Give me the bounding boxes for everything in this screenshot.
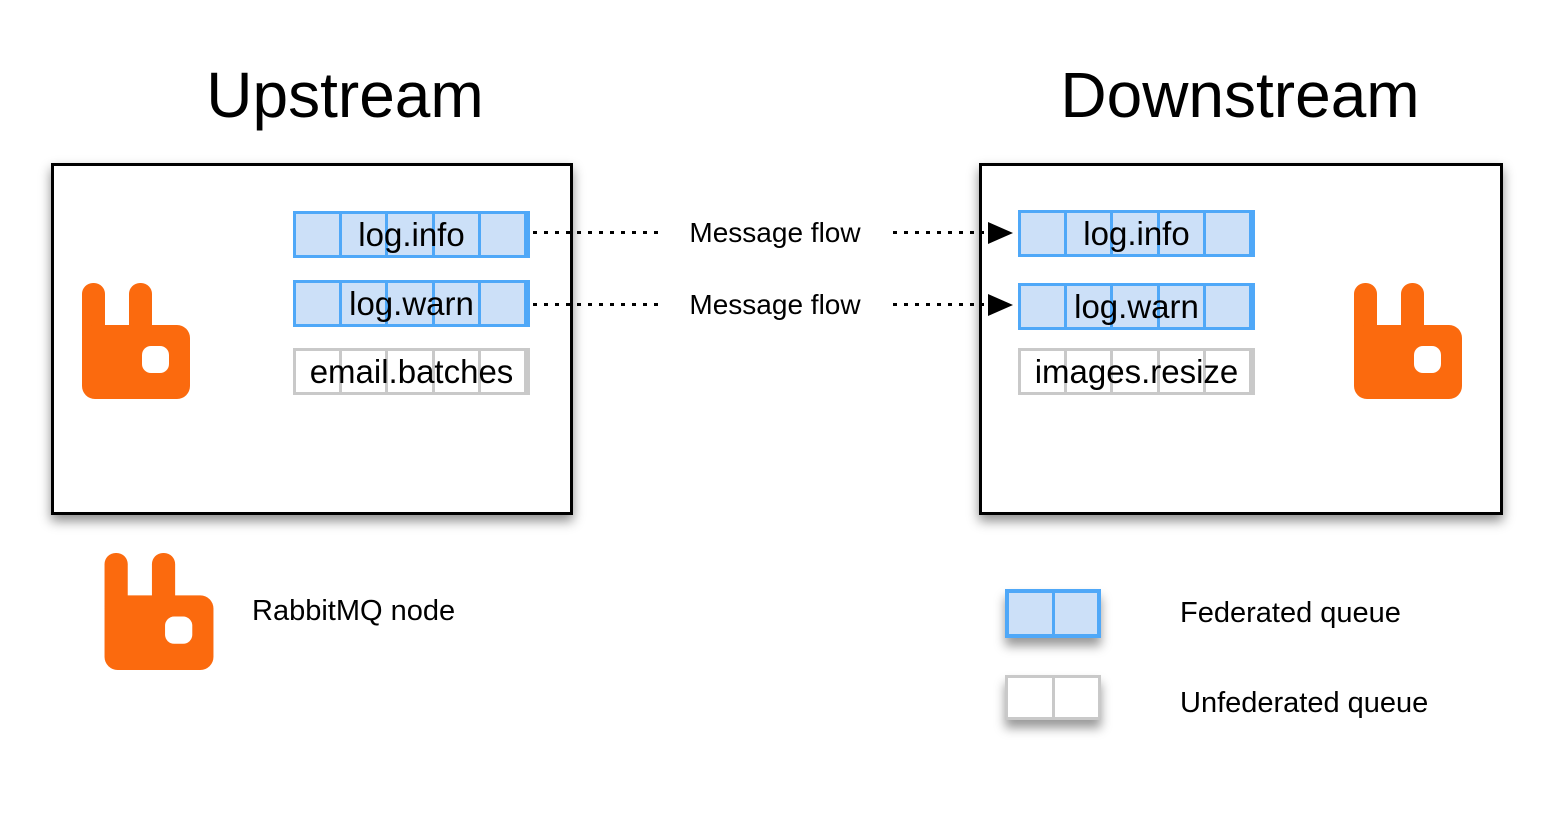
queue-cell bbox=[1021, 213, 1068, 254]
queue-cell bbox=[435, 214, 481, 255]
queue-label: email.batches bbox=[309, 353, 514, 390]
downstream-title: Downstream bbox=[1060, 59, 1420, 131]
downstream-queue-log-warn: log.warn bbox=[1018, 283, 1255, 330]
queue-cell bbox=[1206, 213, 1253, 254]
message-flow-line bbox=[533, 303, 660, 306]
queue-label: log.info bbox=[1083, 215, 1190, 252]
upstream-node-box: log.info log.warn email.batches bbox=[51, 163, 573, 515]
queue-cell bbox=[342, 283, 389, 324]
queue-cell bbox=[296, 351, 343, 392]
queue-cell bbox=[1206, 351, 1253, 392]
queue-label: log.warn bbox=[349, 285, 474, 322]
legend-node-label: RabbitMQ node bbox=[252, 595, 456, 627]
queue-cell bbox=[1113, 351, 1160, 392]
queue-cell bbox=[1113, 286, 1160, 327]
queue-cell bbox=[1067, 351, 1114, 392]
queue-cell bbox=[1113, 213, 1160, 254]
queue-cell bbox=[1055, 678, 1099, 717]
queue-cell bbox=[1009, 593, 1055, 634]
queue-cell bbox=[342, 214, 389, 255]
arrowhead-icon bbox=[988, 222, 1013, 244]
queue-cell bbox=[435, 351, 481, 392]
downstream-node-box: log.info log.warn images.resize bbox=[979, 163, 1503, 515]
queue-cell bbox=[435, 283, 481, 324]
queue-cell bbox=[1021, 286, 1068, 327]
queue-cell bbox=[481, 214, 528, 255]
downstream-queue-images-resize: images.resize bbox=[1018, 348, 1255, 395]
legend-rabbitmq-icon bbox=[104, 553, 214, 670]
queue-cell bbox=[1008, 678, 1055, 717]
legend-federated-swatch bbox=[1005, 589, 1101, 638]
upstream-rabbitmq-icon bbox=[82, 283, 190, 399]
upstream-queue-log-info: log.info bbox=[293, 211, 530, 258]
message-flow-label: Message flow bbox=[689, 289, 861, 320]
queue-cell bbox=[388, 214, 435, 255]
downstream-queue-log-info: log.info bbox=[1018, 210, 1255, 257]
queue-cell bbox=[1160, 351, 1206, 392]
queue-cell bbox=[481, 283, 528, 324]
queue-cell bbox=[1021, 351, 1068, 392]
queue-cell bbox=[1067, 286, 1114, 327]
queue-cell bbox=[1160, 213, 1206, 254]
queue-cell bbox=[1067, 213, 1114, 254]
queue-cell bbox=[388, 351, 435, 392]
legend-unfederated-swatch bbox=[1005, 675, 1101, 720]
queue-cell bbox=[342, 351, 389, 392]
queue-cell bbox=[1206, 286, 1253, 327]
queue-cell bbox=[296, 283, 343, 324]
queue-label: log.info bbox=[358, 216, 465, 253]
queue-cell bbox=[481, 351, 528, 392]
downstream-rabbitmq-icon bbox=[1354, 283, 1462, 399]
queue-cell bbox=[1055, 593, 1098, 634]
upstream-queue-email-batches: email.batches bbox=[293, 348, 530, 395]
arrowhead-icon bbox=[988, 294, 1013, 316]
upstream-queue-log-warn: log.warn bbox=[293, 280, 530, 327]
queue-label: log.warn bbox=[1074, 288, 1199, 325]
message-flow-line bbox=[893, 303, 984, 306]
queue-label: images.resize bbox=[1034, 353, 1239, 390]
legend-federated-label: Federated queue bbox=[1180, 597, 1401, 629]
message-flow-line bbox=[893, 231, 984, 234]
queue-cell bbox=[388, 283, 435, 324]
message-flow-label: Message flow bbox=[689, 217, 861, 248]
queue-cell bbox=[1160, 286, 1206, 327]
message-flow-line bbox=[533, 231, 660, 234]
queue-cell bbox=[296, 214, 343, 255]
upstream-title: Upstream bbox=[206, 59, 484, 131]
legend-unfederated-label: Unfederated queue bbox=[1180, 687, 1429, 719]
